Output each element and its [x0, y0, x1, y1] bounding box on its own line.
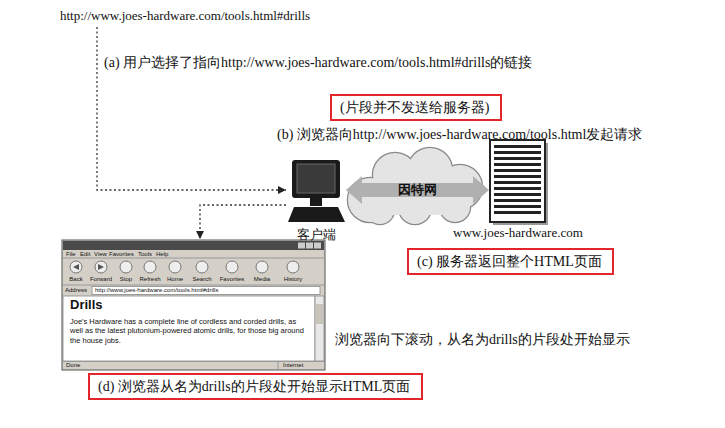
- menu-item: File: [66, 251, 76, 258]
- callout-text: (c) 服务器返回整个HTML页面: [417, 253, 602, 270]
- toolbar-icon: [144, 261, 156, 273]
- url-label: http://www.joes-hardware.com/tools.html#…: [60, 8, 310, 24]
- callout-text: (片段并不发送给服务器): [340, 99, 489, 116]
- server-tower: [490, 140, 548, 225]
- separator: [63, 258, 324, 259]
- window-button: [314, 243, 321, 249]
- server-case: [490, 140, 545, 222]
- menu-item: View: [94, 251, 107, 258]
- toolbar-icon: [169, 261, 181, 273]
- toolbar-label: Back: [69, 276, 82, 283]
- separator: [63, 285, 324, 286]
- callout-box: (片段并不发送给服务器): [330, 94, 502, 121]
- callout-text: (d) 浏览器从名为drills的片段处开始显示HTML页面: [98, 378, 410, 395]
- step-note: (a) 用户选择了指向http://www.joes-hardware.com/…: [104, 55, 532, 72]
- address-label: Address: [65, 287, 87, 294]
- address-box: [92, 287, 320, 295]
- step-note: (b) 浏览器向http://www.joes-hardware.com/too…: [277, 127, 642, 144]
- window-frame: [62, 240, 325, 370]
- scroll-thumb: [316, 304, 323, 324]
- request-dotted-arrow: [200, 205, 286, 239]
- screen: [297, 164, 335, 193]
- client-computer: [288, 160, 345, 222]
- page-heading: Drills: [70, 297, 317, 312]
- menu-item: Tools: [138, 251, 152, 258]
- window-button: [298, 243, 305, 249]
- node-label: 客户端: [297, 227, 336, 243]
- toolbar-label: Forward: [90, 276, 112, 283]
- toolbar-label: Stop: [120, 276, 132, 283]
- toolbar-label: Media: [254, 276, 270, 283]
- toolbar-label: Search: [192, 276, 211, 283]
- toolbar-icon: [226, 261, 238, 273]
- scroll-note: 浏览器向下滚动，从名为drills的片段处开始显示: [335, 332, 630, 349]
- toolbar-label: Refresh: [139, 276, 160, 283]
- scrollbar: [315, 296, 324, 361]
- leader-line: [97, 27, 286, 190]
- monitor: [292, 160, 340, 198]
- node-label: www.joes-hardware.com: [453, 225, 583, 241]
- edge-label: 因特网: [395, 183, 440, 197]
- toolbar-icon: [287, 261, 299, 273]
- client-node: 客户端: [288, 158, 345, 224]
- status-bar-line: [63, 361, 324, 362]
- toolbar-label: Favorites: [220, 276, 245, 283]
- address-url: http://www.joes-hardware.com/tools.html#…: [95, 287, 218, 294]
- status-text: Done: [66, 362, 80, 369]
- menu-item: Favorites: [109, 251, 134, 258]
- toolbar-icon: [256, 261, 268, 273]
- menu-item: Edit: [80, 251, 90, 258]
- internet-cloud: [348, 148, 482, 224]
- menu-item: Help: [156, 251, 168, 258]
- nav-arrows: [73, 264, 104, 270]
- toolbar-label: History: [284, 276, 303, 283]
- callout-box: (d) 浏览器从名为drills的片段处开始显示HTML页面: [88, 373, 423, 400]
- toolbar-icon: [120, 261, 132, 273]
- title-bar: [63, 241, 324, 250]
- toolbar-icon: [196, 261, 208, 273]
- page-body: Joe's Hardware has a complete line of co…: [70, 317, 310, 345]
- status-text: Internet: [283, 362, 303, 369]
- window-button: [306, 243, 313, 249]
- server-node: www.joes-hardware.com: [490, 140, 545, 222]
- browser-window: DrillsJoe's Hardware has a complete line…: [62, 240, 325, 370]
- callout-box: (c) 服务器返回整个HTML页面: [407, 248, 614, 275]
- toolbar-label: Home: [167, 276, 183, 283]
- monitor-stand: [310, 198, 322, 206]
- internet-double-arrow: [360, 183, 475, 197]
- keyboard: [288, 207, 345, 222]
- browser-chrome: [62, 240, 325, 370]
- status-divider: [278, 362, 279, 369]
